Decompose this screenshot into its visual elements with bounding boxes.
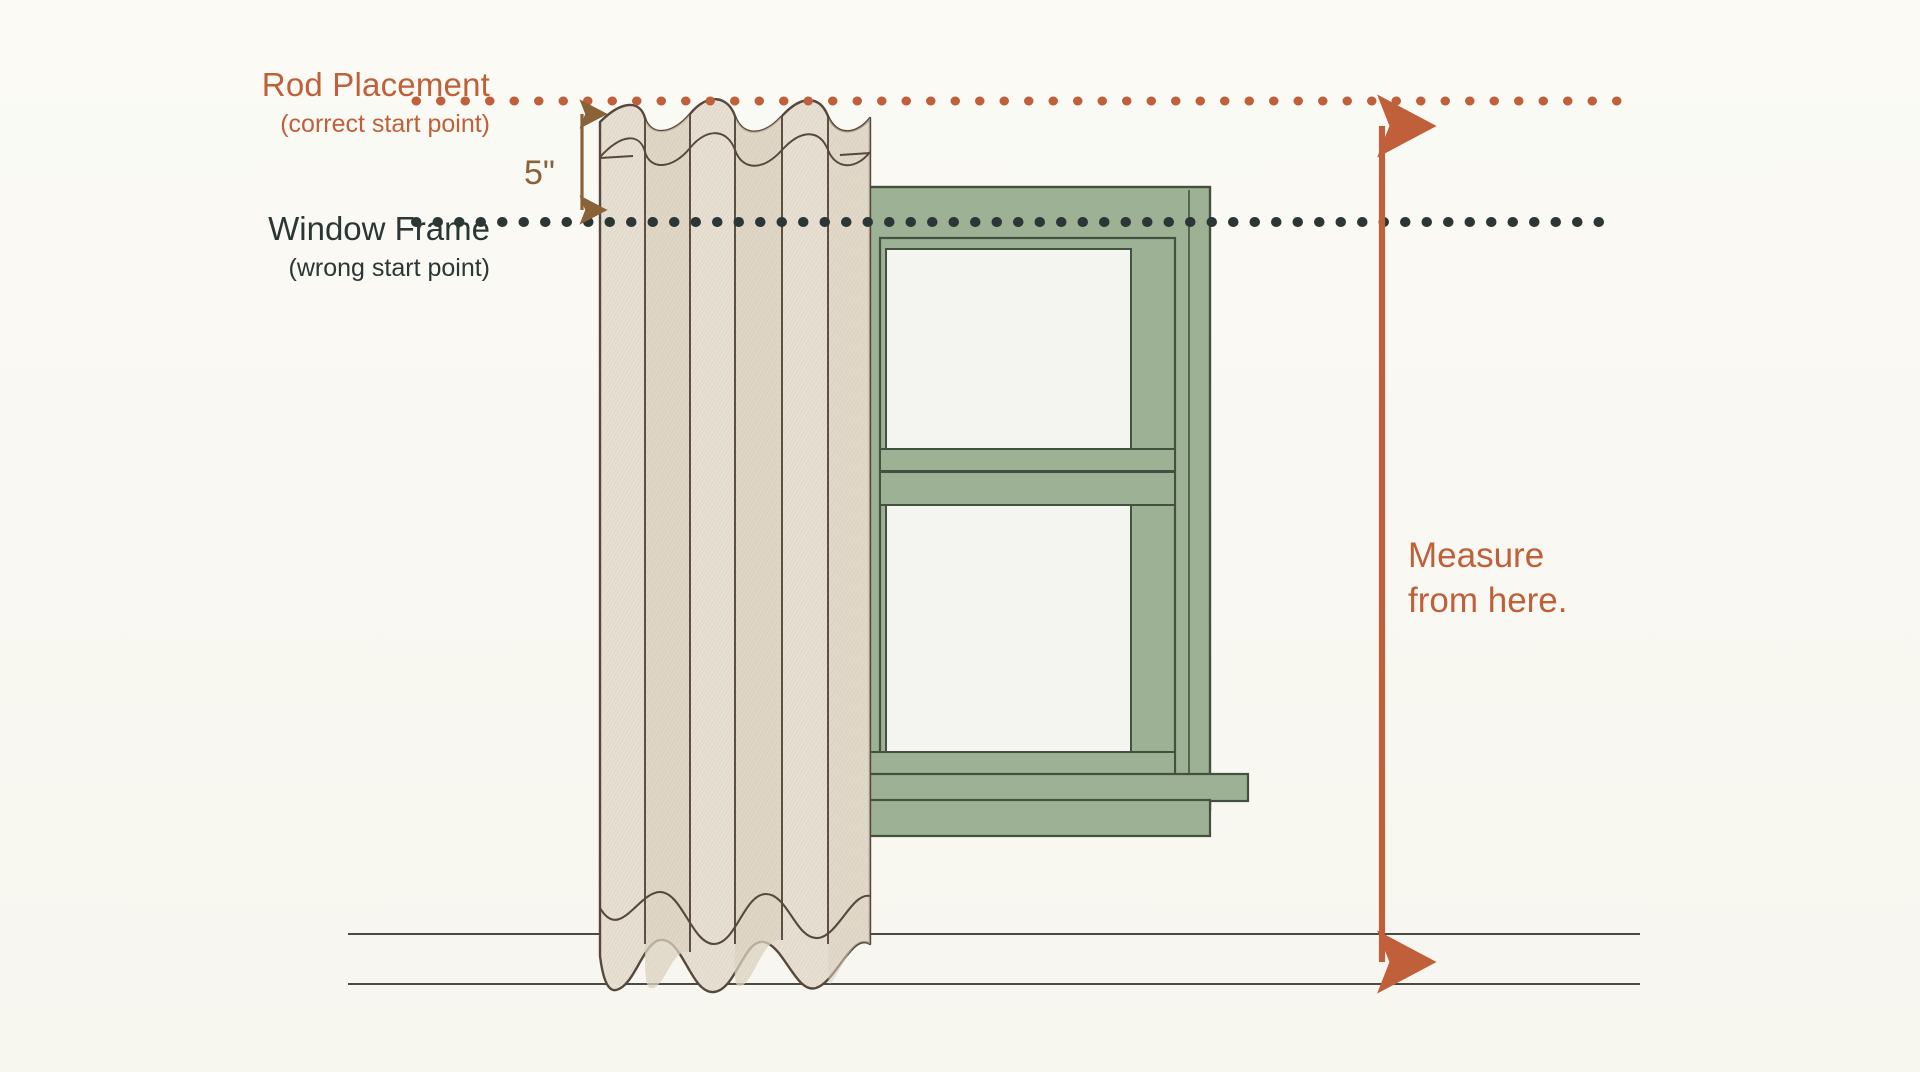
curtain-hem-line xyxy=(599,890,871,946)
window-meeting-rail-lower xyxy=(879,471,1176,506)
window-meeting-rail-upper xyxy=(879,448,1176,472)
curtain-fold-shade-2 xyxy=(734,116,782,987)
window-bottom-board xyxy=(866,798,1212,838)
window-frame-group xyxy=(866,185,1250,838)
curtain-header-seam xyxy=(599,132,871,167)
curtain-group xyxy=(598,98,872,994)
curtain-header-tick-right xyxy=(839,152,871,156)
window-pane-lower xyxy=(885,504,1132,753)
window-sill xyxy=(866,772,1250,803)
curtain-fold-shade-3 xyxy=(827,116,870,984)
window-pane-upper xyxy=(885,248,1132,450)
curtain-fold-shade-1 xyxy=(644,114,690,989)
